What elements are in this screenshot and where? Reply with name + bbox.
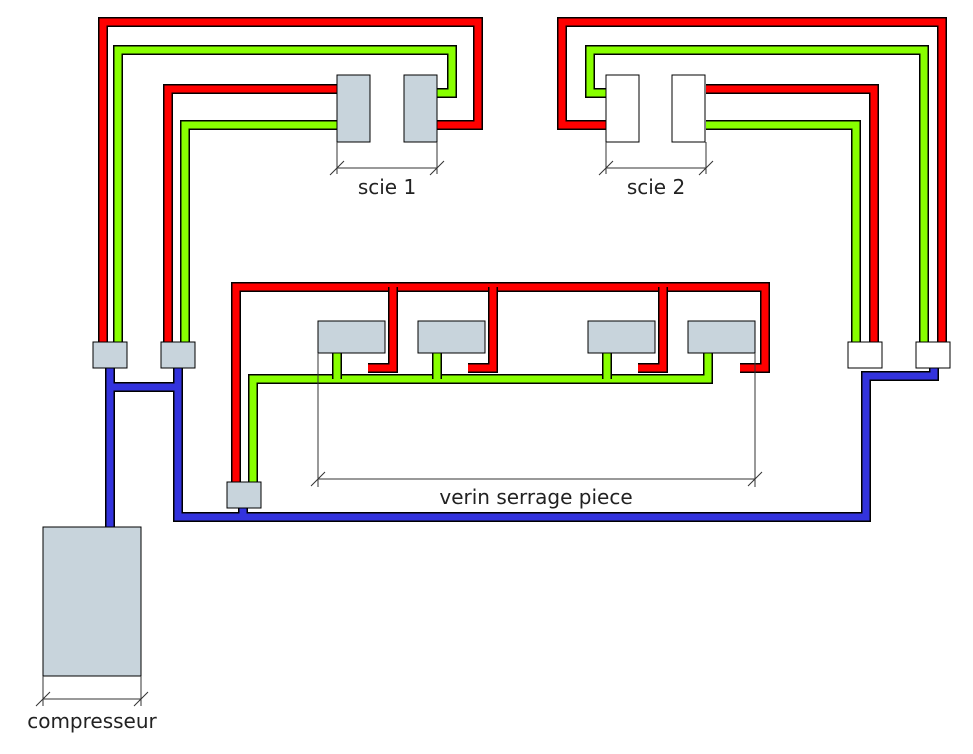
red-pipe-verin-frame-fill [232,283,769,483]
red-pipe-scie1-inner-fill [164,85,337,345]
blue-pipe-group [105,368,939,527]
red-pipe-scie2-outer [557,17,947,345]
components [42,74,951,677]
compresseur-label: compresseur [27,709,157,733]
blue-pipe-main-fill [106,368,938,527]
green-pipe-scie2-inner-fill [706,121,860,345]
red-pipe-scie2-inner-fill [706,85,878,345]
verin-block-4 [687,320,756,354]
scie2-label: scie 2 [627,175,685,199]
verin-dimension [310,353,763,487]
red-pipe-verin-frame [231,282,770,483]
green-pipe-scie2-inner [706,120,861,345]
scie2-block-left [605,74,640,143]
green-pipe-scie2-outer-fill [586,46,928,345]
compressor-tank [42,526,142,677]
verin-label: verin serrage piece [439,485,632,509]
red-pipe-scie2-outer-fill [558,18,946,345]
red-pipe-scie1-outer [98,17,483,345]
green-pipe-group [113,45,929,483]
red-pipe-group [98,17,947,483]
compresseur-dimension [35,676,149,707]
valve-left-2 [160,341,196,369]
verin-block-3 [587,320,656,354]
scie1-block-right [403,74,438,143]
green-pipe-scie1-inner [180,120,337,345]
red-pipe-drop-1-fill [368,287,397,372]
red-pipe-drop-3-fill [638,287,667,372]
green-pipe-scie1-outer-fill [114,46,456,345]
verin-block-2 [417,320,486,354]
valve-right-2 [915,341,951,369]
dimension-lines [35,142,763,707]
green-pipe-scie1-inner-fill [181,121,337,345]
red-pipe-scie1-outer-fill [99,18,482,345]
scie1-block-left [336,74,371,143]
scie2-block-right [671,74,706,143]
valve-verin [226,481,262,509]
valve-right-1 [847,341,883,369]
red-pipe-drop-2-fill [468,287,497,372]
valve-left-1 [92,341,128,369]
scie2-dimension [598,142,714,176]
scie1-label: scie 1 [358,175,416,199]
verin-block-1 [317,320,386,354]
scie1-dimension [329,142,445,176]
green-pipe-verin-main-fill [249,352,712,483]
